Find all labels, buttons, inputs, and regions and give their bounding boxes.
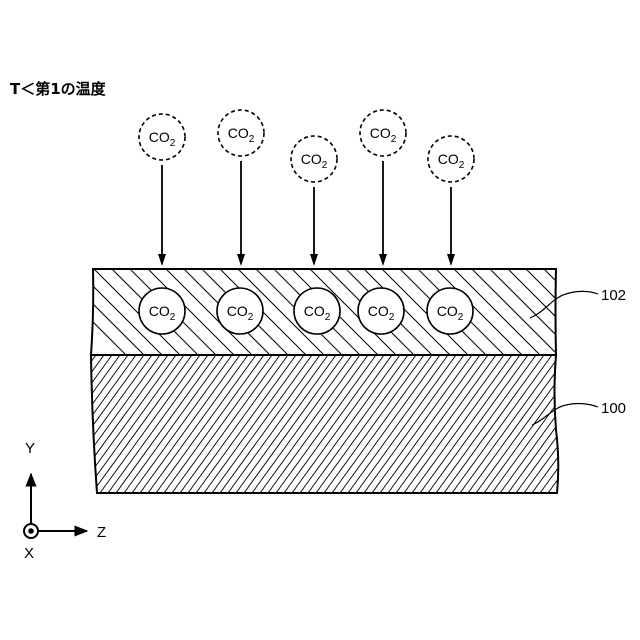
ref-label-102: 102 bbox=[601, 287, 626, 304]
absorbed-co2-molecule: CO2 bbox=[358, 288, 404, 334]
absorbed-co2-molecule: CO2 bbox=[139, 288, 185, 334]
absorption-arrowhead-icon bbox=[237, 254, 245, 266]
absorption-arrowhead-icon bbox=[447, 254, 455, 266]
gas-co2-molecule: CO2 bbox=[360, 110, 406, 266]
z-axis-label: Z bbox=[97, 524, 106, 541]
absorbed-co2-molecule: CO2 bbox=[427, 288, 473, 334]
x-axis-dot-icon bbox=[28, 528, 34, 534]
gas-co2-molecule: CO2 bbox=[139, 114, 185, 266]
gas-co2-molecule: CO2 bbox=[218, 110, 264, 266]
gas-co2-molecule: CO2 bbox=[428, 136, 474, 266]
x-axis-label: X bbox=[24, 545, 34, 562]
absorption-arrowhead-icon bbox=[379, 254, 387, 266]
y-axis-label: Y bbox=[25, 440, 35, 457]
absorption-arrowhead-icon bbox=[310, 254, 318, 266]
gas-co2-molecule: CO2 bbox=[291, 136, 337, 266]
absorbed-co2-molecule: CO2 bbox=[294, 288, 340, 334]
layer-100 bbox=[0, 355, 640, 493]
ref-label-100: 100 bbox=[601, 400, 626, 417]
leader-line-100 bbox=[532, 404, 598, 425]
absorption-arrowhead-icon bbox=[158, 254, 166, 266]
gas-co2-group: CO2 CO2 CO2 CO2 CO2 bbox=[139, 110, 474, 266]
absorbed-co2-molecule: CO2 bbox=[217, 288, 263, 334]
